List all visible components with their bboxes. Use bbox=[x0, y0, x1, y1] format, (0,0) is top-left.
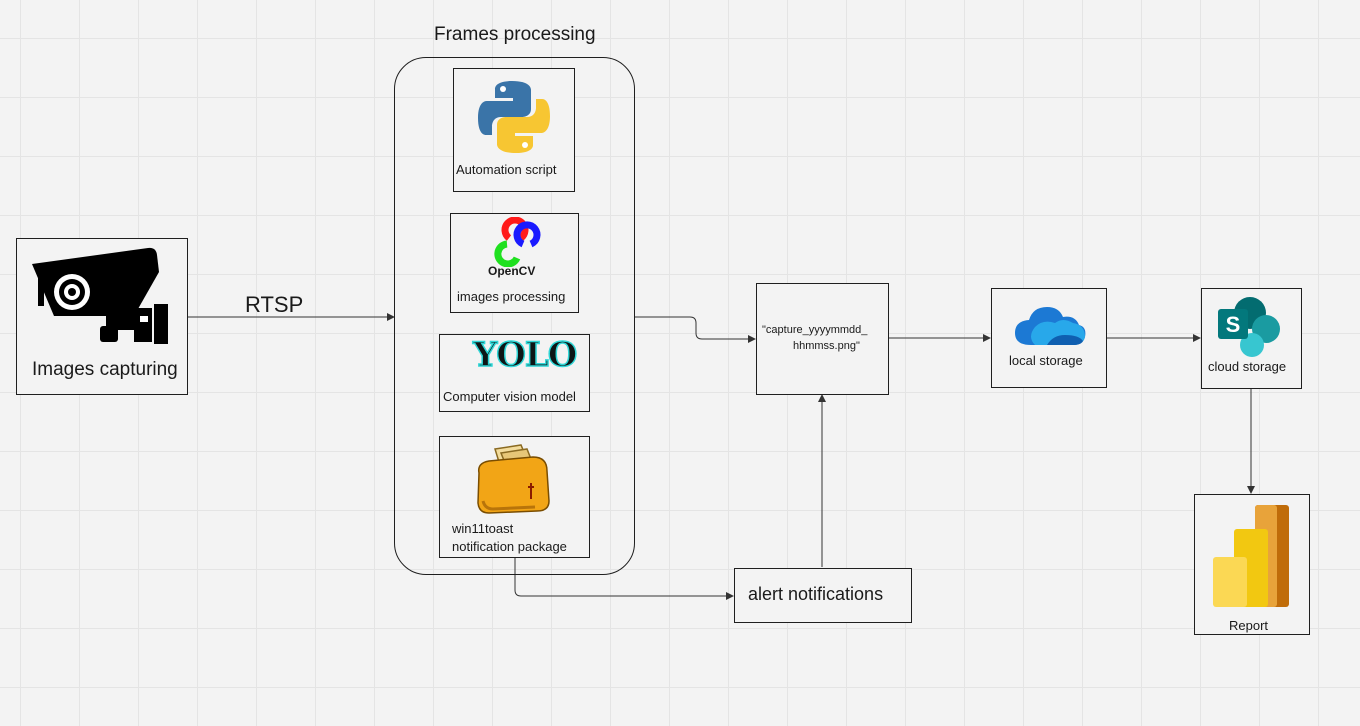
opencv-label: images processing bbox=[457, 289, 566, 304]
local-storage-node[interactable]: local storage bbox=[991, 288, 1107, 388]
report-label: Report bbox=[1229, 618, 1269, 633]
cloud-storage-label: cloud storage bbox=[1208, 359, 1287, 374]
python-label: Automation script bbox=[456, 162, 557, 177]
yolo-logo-icon: YOLO bbox=[472, 334, 578, 376]
frames-processing-group[interactable] bbox=[394, 57, 635, 575]
python-node[interactable]: Automation script bbox=[453, 68, 575, 192]
camera-label: Images capturing bbox=[32, 359, 178, 380]
capture-label-line1: "capture_yyyymmdd_ bbox=[762, 324, 868, 336]
local-storage-label: local storage bbox=[1009, 353, 1083, 368]
yolo-node[interactable]: YOLO Computer vision model bbox=[439, 334, 590, 412]
toast-node[interactable]: win11toast notification package bbox=[439, 436, 590, 558]
toast-label-line2: notification package bbox=[452, 539, 567, 554]
svg-text:S: S bbox=[1226, 312, 1241, 337]
cloud-storage-node[interactable]: S cloud storage bbox=[1201, 288, 1302, 389]
opencv-node[interactable]: OpenCV images processing bbox=[450, 213, 579, 313]
edge-label-rtsp: RTSP bbox=[245, 292, 304, 317]
onedrive-cloud-icon bbox=[1015, 307, 1086, 345]
yolo-label: Computer vision model bbox=[443, 389, 576, 404]
python-logo-icon bbox=[478, 81, 550, 153]
toaster-icon bbox=[477, 444, 550, 514]
report-node[interactable]: Report bbox=[1194, 494, 1310, 635]
capture-file-node[interactable]: "capture_yyyymmdd_ hhmmss.png" bbox=[756, 283, 889, 395]
alert-notifications-node[interactable]: alert notifications bbox=[734, 568, 912, 623]
edge-processing-to-capture bbox=[635, 316, 756, 343]
sharepoint-icon: S bbox=[1218, 297, 1280, 357]
toast-label-line1: win11toast bbox=[452, 521, 514, 536]
powerbi-icon bbox=[1213, 505, 1289, 607]
camera-node[interactable]: Images capturing bbox=[16, 238, 188, 395]
security-camera-icon bbox=[32, 247, 168, 344]
capture-label-line2: hhmmss.png" bbox=[793, 340, 860, 352]
opencv-logo-text: OpenCV bbox=[488, 264, 536, 278]
group-title: Frames processing bbox=[434, 24, 596, 45]
opencv-logo-icon bbox=[494, 217, 541, 267]
edge-toast-to-alerts bbox=[514, 558, 734, 600]
alert-notifications-label: alert notifications bbox=[748, 584, 884, 604]
